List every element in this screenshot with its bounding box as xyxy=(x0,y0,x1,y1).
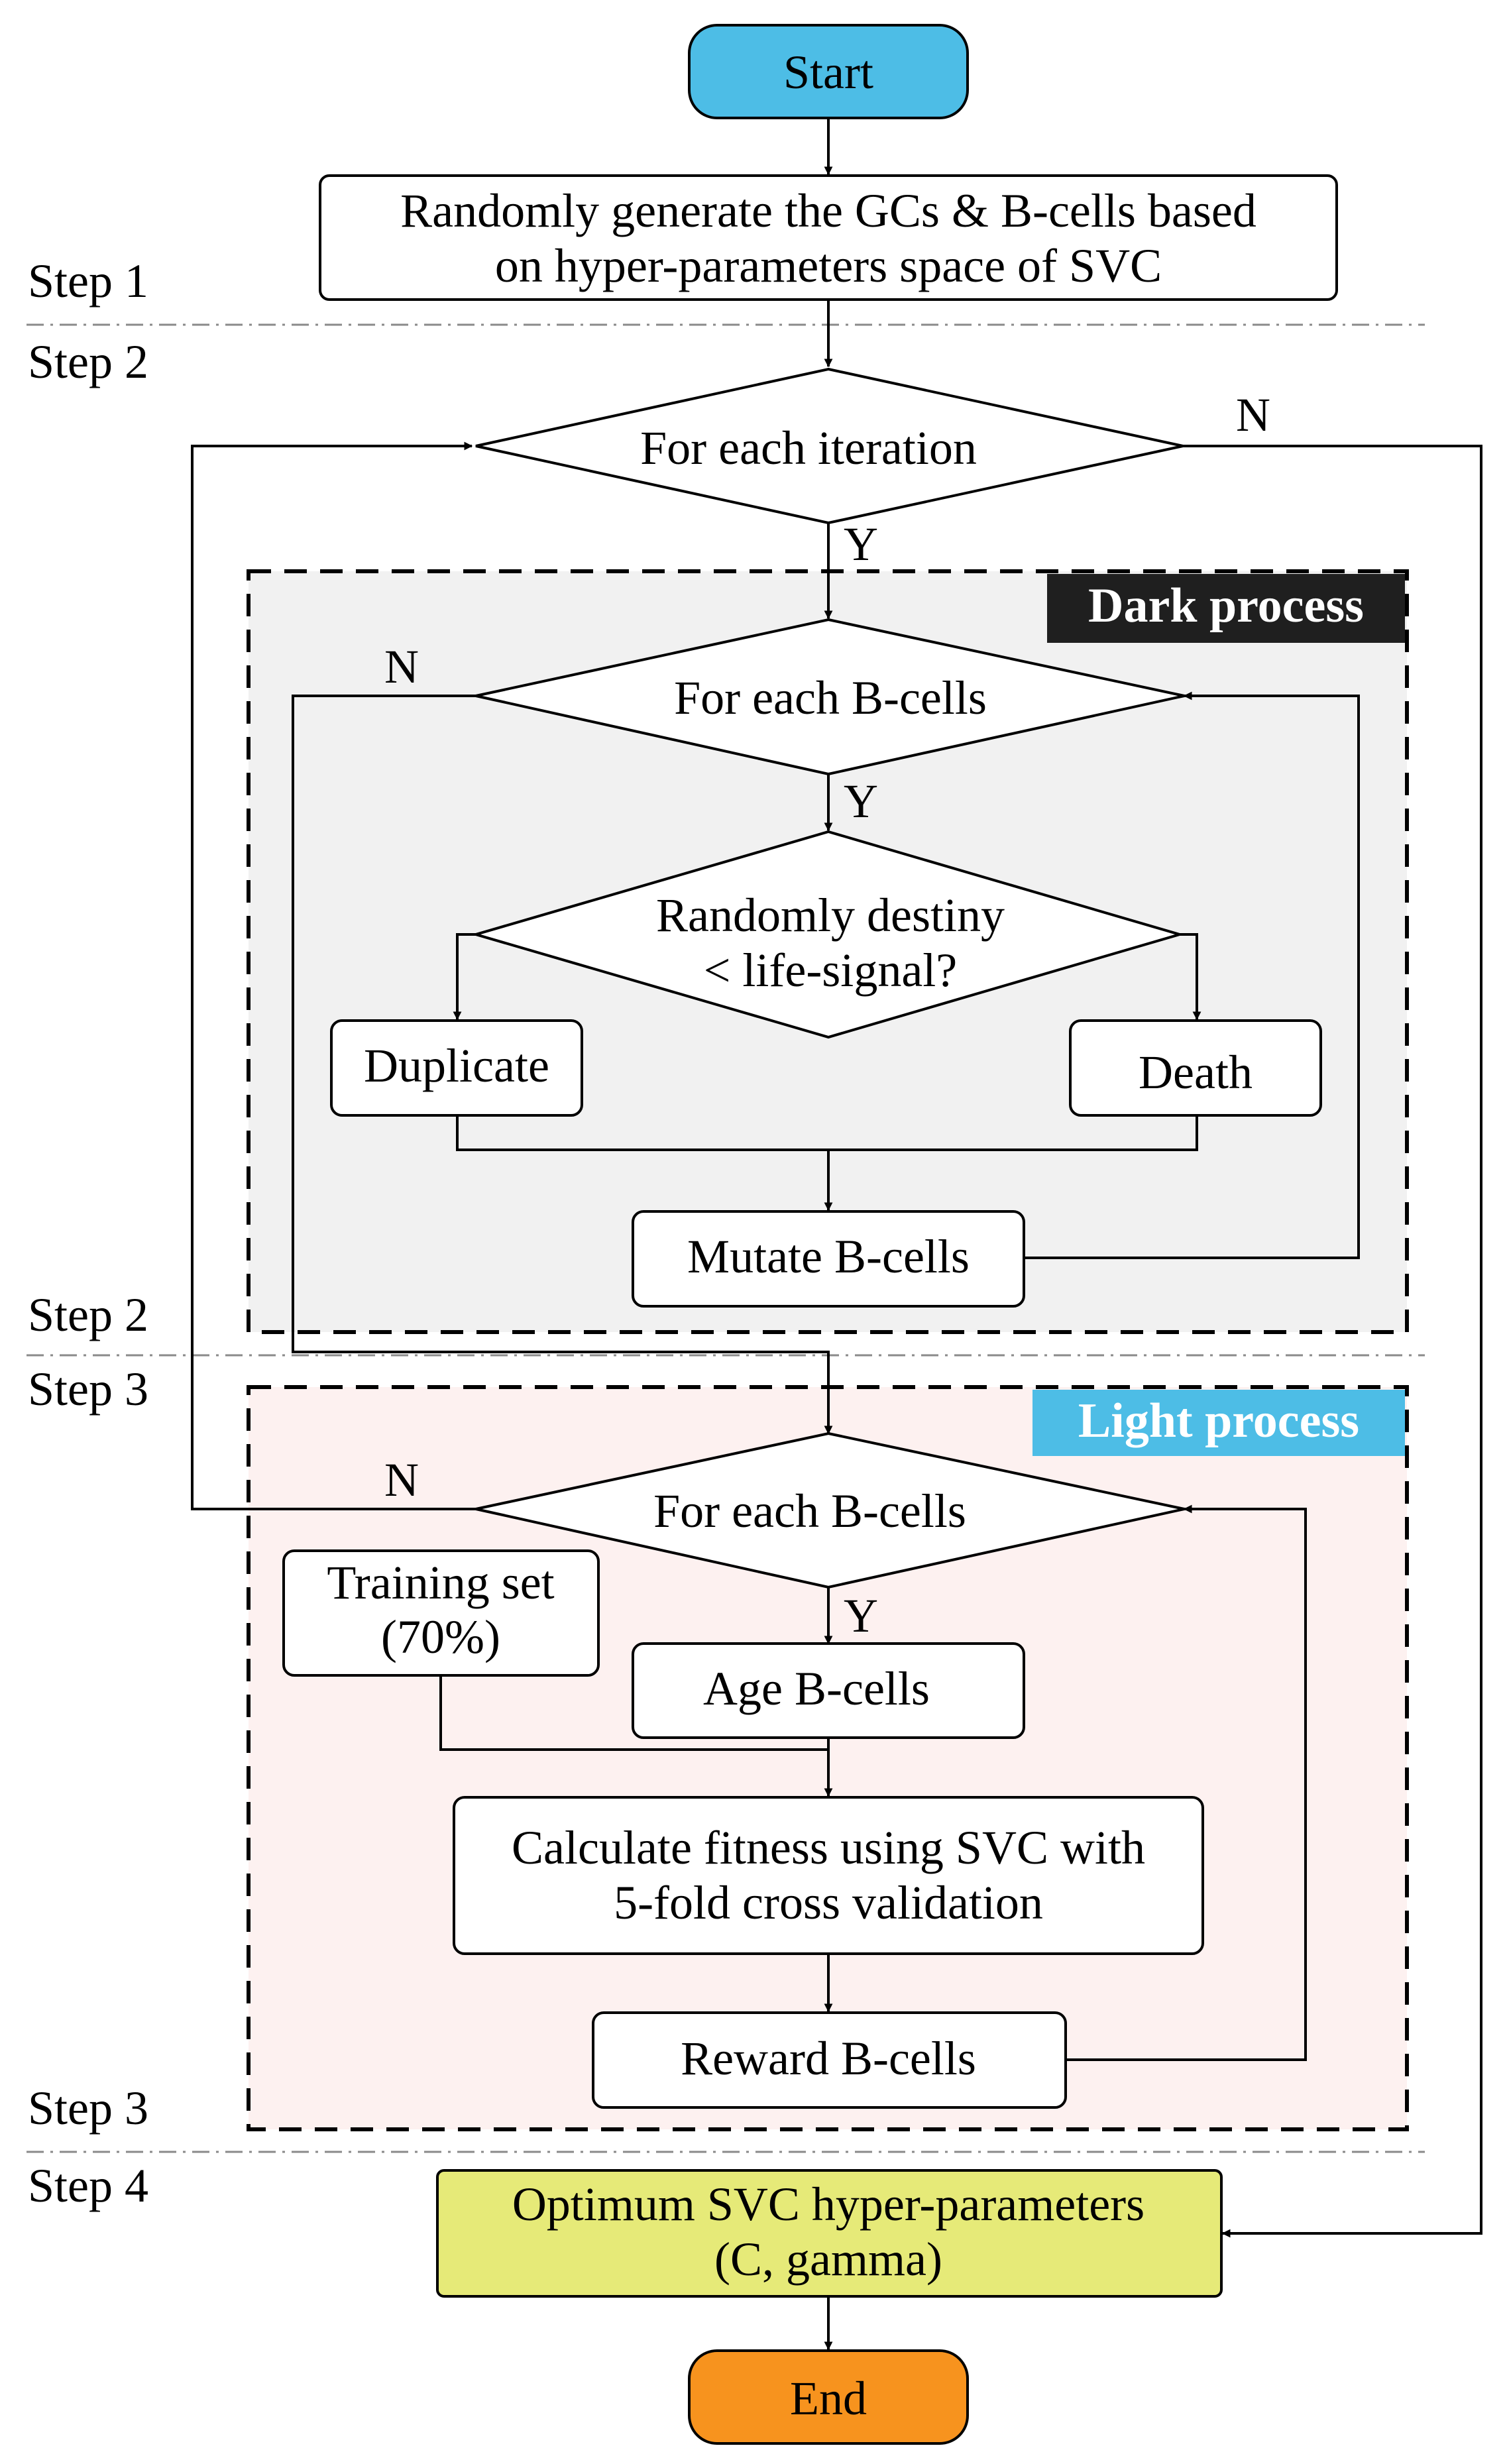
optimum-label-line-1: Optimum SVC hyper-parameters xyxy=(512,2178,1144,2231)
iteration-decision: For each iteration xyxy=(475,367,1184,525)
dark-bcells-no-label: N xyxy=(384,640,419,693)
fitness-label-line-2: 5-fold cross validation xyxy=(614,1876,1043,1929)
fitness-node: Calculate fitness using SVC with 5-fold … xyxy=(453,1796,1204,1955)
duplicate-label: Duplicate xyxy=(364,1039,549,1092)
dark-process-tag xyxy=(1047,574,1405,643)
reward-node: Reward B-cells xyxy=(592,2011,1067,2109)
training-set-node: Training set (70%) xyxy=(282,1549,600,1677)
step-2-label-end: Step 2 xyxy=(28,1288,148,1341)
mutate-node: Mutate B-cells xyxy=(632,1210,1025,1308)
step-4-label: Step 4 xyxy=(28,2159,148,2212)
destiny-label-line-2: < life-signal? xyxy=(704,944,957,997)
duplicate-node: Duplicate xyxy=(330,1019,583,1117)
light-process-tag xyxy=(1033,1390,1405,1456)
dark-process-label: Dark process xyxy=(1088,579,1364,633)
destiny-label-line-1: Randomly destiny xyxy=(656,889,1005,942)
dark-bcells-yes-label: Y xyxy=(844,775,878,828)
reward-label: Reward B-cells xyxy=(681,2032,976,2085)
light-bcells-decision: For each B-cells xyxy=(475,1431,1185,1589)
connectors xyxy=(191,119,1482,2351)
step-2-label-start: Step 2 xyxy=(28,335,148,388)
end-node: End xyxy=(688,2349,969,2445)
iteration-yes-label: Y xyxy=(844,518,878,571)
iteration-label: For each iteration xyxy=(640,421,977,475)
step-3-label-start: Step 3 xyxy=(28,1363,148,1416)
fitness-label-line-1: Calculate fitness using SVC with xyxy=(512,1821,1145,1874)
dark-bcells-decision: For each B-cells xyxy=(475,618,1185,776)
light-bcells-no-label: N xyxy=(384,1453,419,1506)
training-set-label-line-1: Training set xyxy=(327,1556,554,1609)
start-label: Start xyxy=(783,46,873,99)
optimum-node: Optimum SVC hyper-parameters (C, gamma) xyxy=(436,2169,1223,2298)
death-label: Death xyxy=(1139,1046,1253,1099)
training-set-label-line-2: (70%) xyxy=(381,1610,500,1663)
destiny-decision: Randomly destiny < life-signal? xyxy=(471,830,1185,1039)
generate-label-line-2: on hyper-parameters space of SVC xyxy=(495,239,1162,292)
light-bcells-label: For each B-cells xyxy=(653,1484,966,1538)
optimum-label-line-2: (C, gamma) xyxy=(714,2233,942,2286)
age-label: Age B-cells xyxy=(703,1662,930,1715)
death-node: Death xyxy=(1069,1019,1322,1117)
light-bcells-yes-label: Y xyxy=(844,1589,878,1642)
generate-label-line-1: Randomly generate the GCs & B-cells base… xyxy=(400,184,1256,237)
iteration-no-label: N xyxy=(1236,388,1270,441)
end-label: End xyxy=(790,2372,867,2425)
step-3-label-end: Step 3 xyxy=(28,2082,148,2135)
start-node: Start xyxy=(688,24,969,119)
dark-bcells-label: For each B-cells xyxy=(674,671,987,724)
generate-node: Randomly generate the GCs & B-cells base… xyxy=(319,174,1338,301)
age-node: Age B-cells xyxy=(632,1642,1025,1739)
mutate-label: Mutate B-cells xyxy=(687,1230,970,1283)
step-1-label: Step 1 xyxy=(28,254,148,308)
light-process-label: Light process xyxy=(1078,1394,1359,1448)
